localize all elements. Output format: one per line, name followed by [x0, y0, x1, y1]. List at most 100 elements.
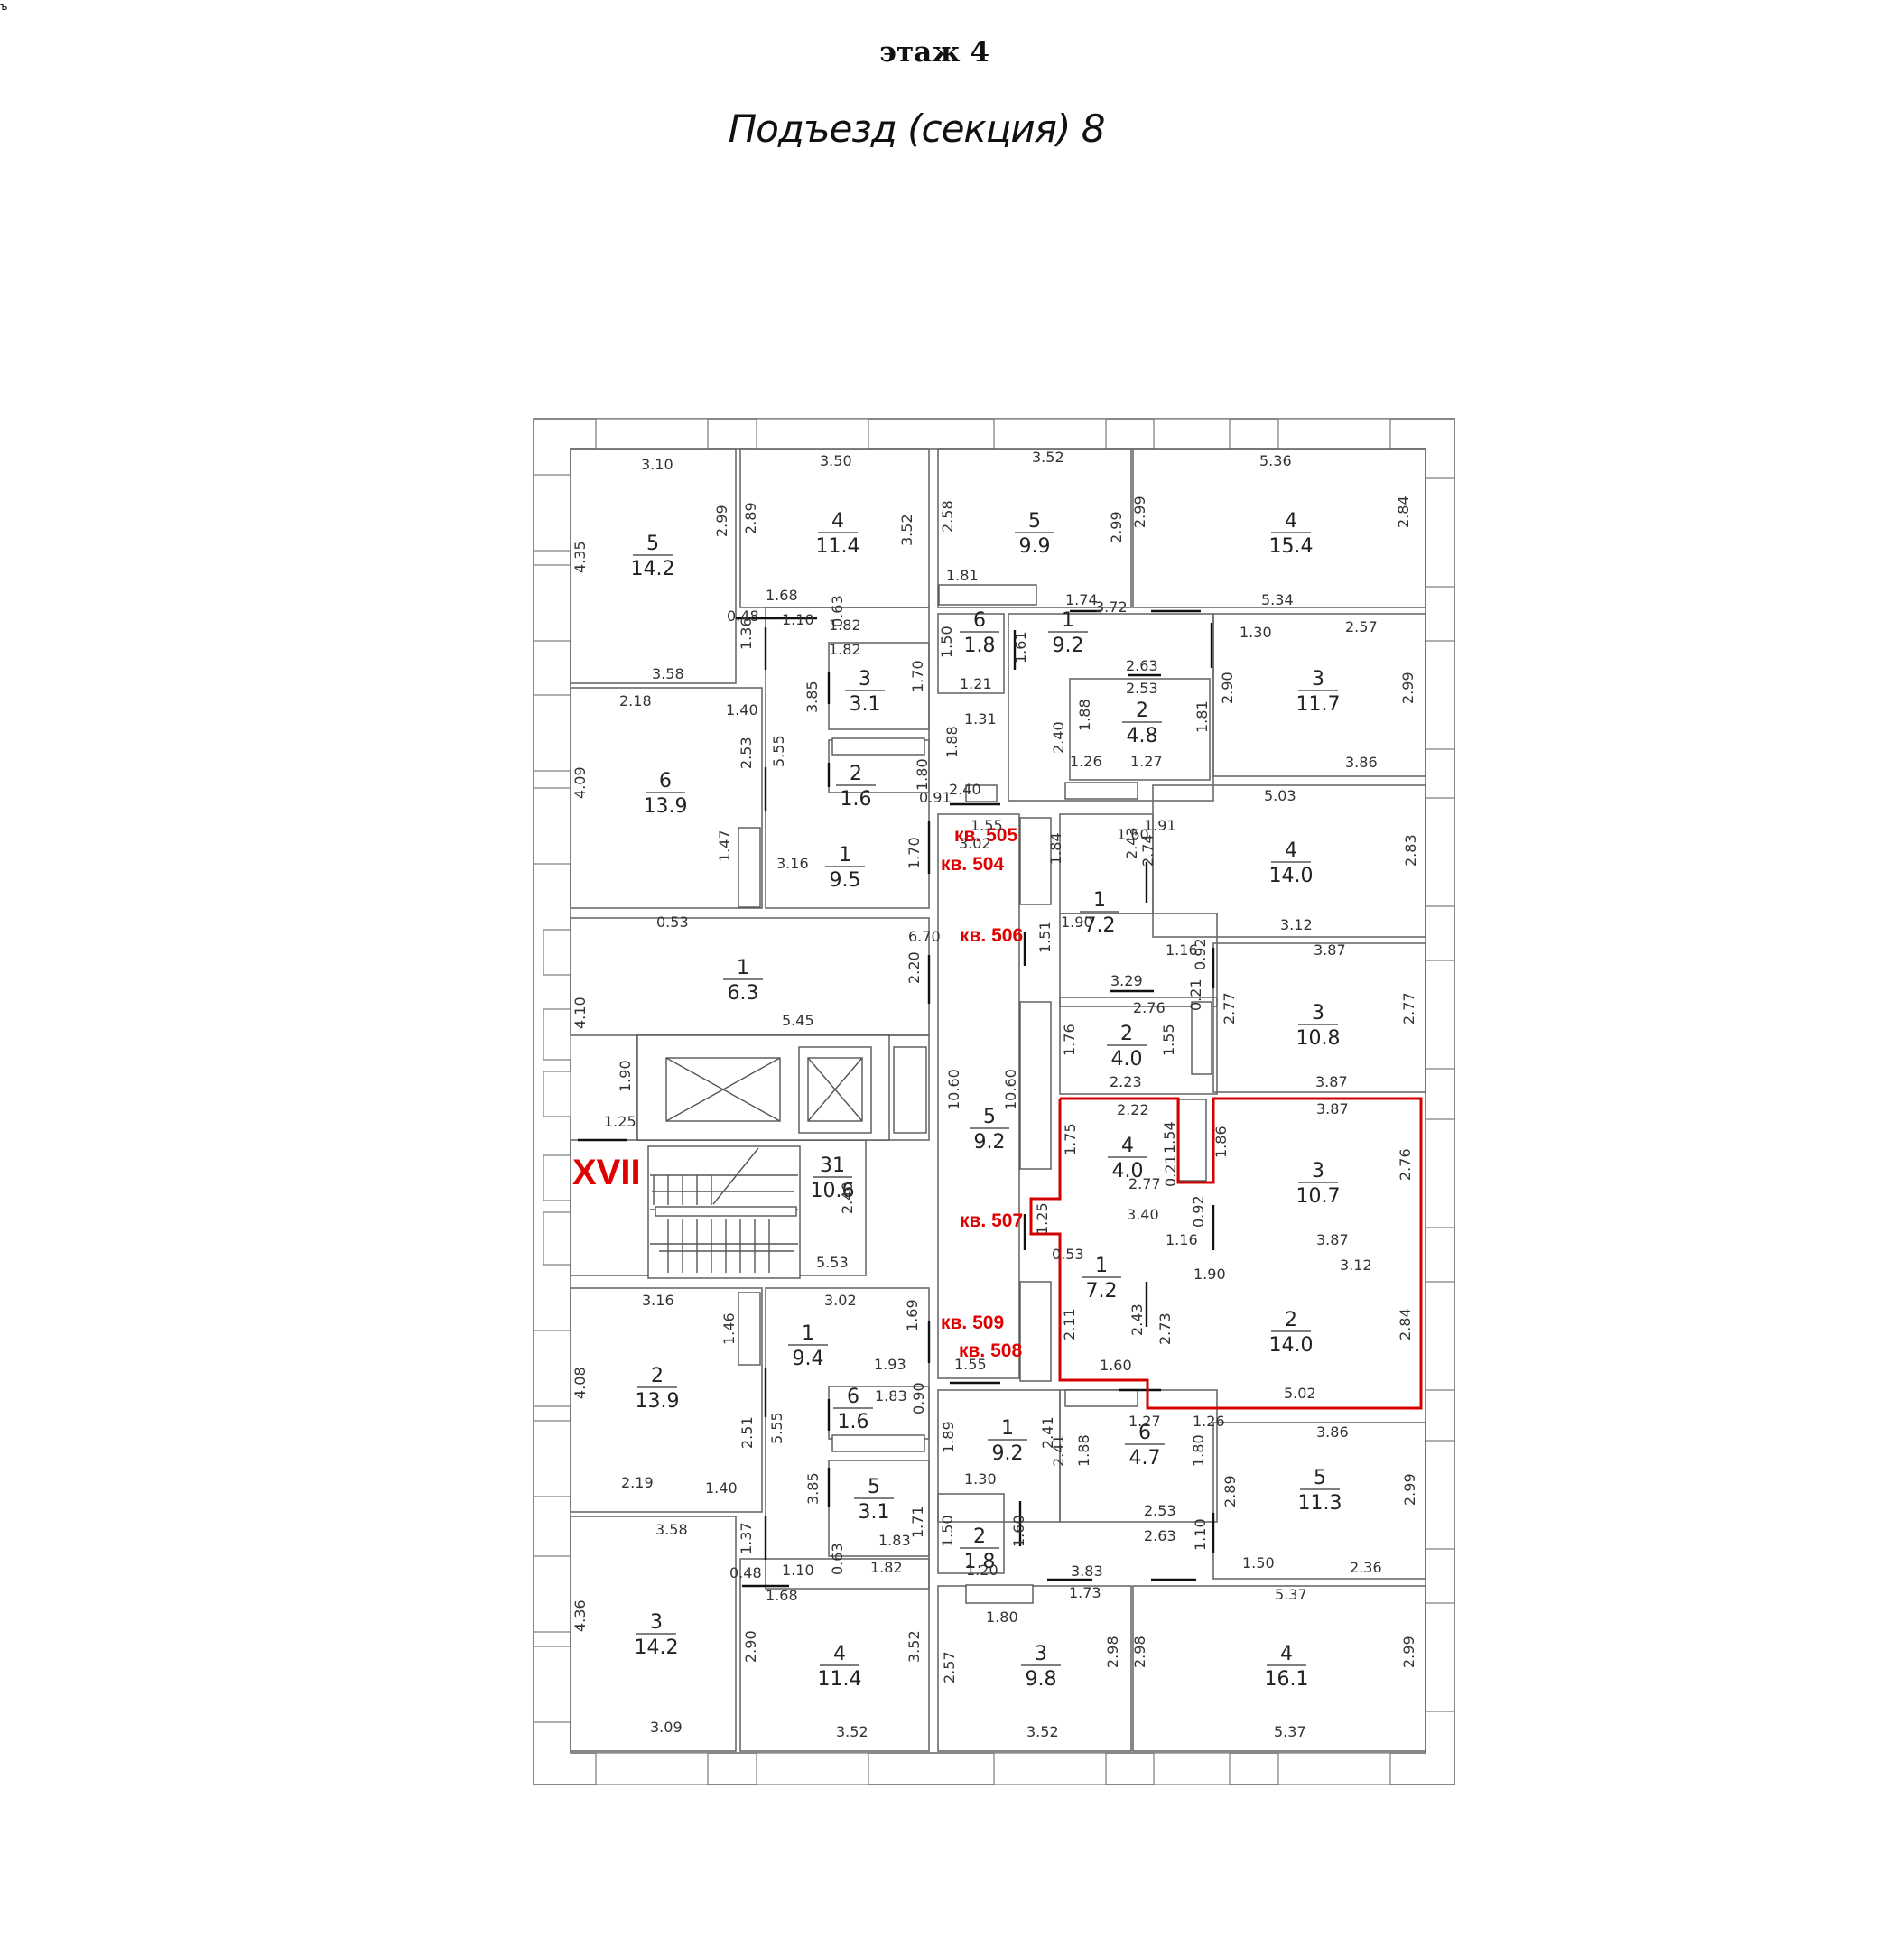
dimension-label: 4.36: [571, 1599, 589, 1632]
dimension-label: 3.10: [641, 456, 673, 473]
dimension-label: 2.99: [713, 505, 730, 537]
dimension-label: 2.53: [1126, 680, 1158, 697]
dimension-label: 1.89: [940, 1421, 957, 1453]
dimension-label: 1.82: [829, 617, 861, 634]
dimension-label: 4.10: [571, 997, 589, 1029]
dimension-label: 1.46: [720, 1312, 738, 1345]
room-number: 3: [1312, 1160, 1324, 1182]
dimension-label: 2.77: [1128, 1175, 1161, 1192]
stairwell-area: 10.6: [811, 1180, 855, 1202]
dimension-label: 2.84: [1395, 496, 1412, 528]
dimension-label: 2.74: [1139, 834, 1156, 867]
dimension-label: 0.53: [1052, 1246, 1084, 1263]
room-number: 1: [1095, 1255, 1108, 1277]
dimension-label: 1.25: [604, 1113, 636, 1130]
dimension-label: 1.51: [1036, 921, 1054, 953]
dimension-label: 1.88: [1075, 1434, 1092, 1467]
dimension-label: 1.50: [939, 1515, 956, 1547]
dimension-label: 1.82: [870, 1559, 903, 1576]
dimension-label: 3.58: [655, 1521, 688, 1538]
dimension-label: 2.76: [1397, 1148, 1414, 1181]
dimension-label: 1.83: [875, 1387, 907, 1405]
dimension-label: 2.22: [1117, 1101, 1149, 1118]
windows-bottom: [595, 1752, 1391, 1785]
dimension-label: 0.63: [829, 1543, 846, 1575]
room-area: 1.6: [838, 1411, 869, 1433]
dimension-label: 2.41: [1050, 1434, 1067, 1467]
dimension-label: 2.99: [1399, 672, 1416, 704]
stairwell-label: XVII: [572, 1153, 641, 1192]
room-area: 6.3: [728, 982, 759, 1005]
room-number: 1: [802, 1322, 814, 1345]
dimension-label: 3.02: [824, 1292, 857, 1309]
dimension-label: 1.50: [938, 626, 955, 658]
dimension-label: 2.51: [738, 1416, 756, 1449]
dimension-label: 1.40: [705, 1479, 738, 1497]
dimension-label: 5.37: [1274, 1723, 1306, 1740]
dimension-label: 2.99: [1400, 1636, 1417, 1668]
dimension-label: 1.70: [909, 660, 926, 692]
dimension-label: 1.25: [1034, 1202, 1051, 1235]
dimension-label: 1.68: [766, 587, 798, 604]
dimension-label: 3.58: [652, 665, 684, 682]
dimension-label: 2.19: [621, 1474, 654, 1491]
dimension-label: 5.03: [1264, 787, 1296, 804]
dimension-label: 1.73: [1069, 1584, 1101, 1601]
dimension-label: 3.52: [1032, 449, 1064, 466]
room-number: 2: [973, 1525, 986, 1548]
dimension-label: 1.84: [1047, 832, 1064, 865]
apartment-labels: кв. 505 кв. 504 кв. 506 кв. 507 кв. 509 …: [941, 825, 1023, 1361]
room-number: 4: [1280, 1643, 1293, 1665]
room-area: 9.2: [974, 1131, 1006, 1154]
dimension-label: 3.83: [1071, 1562, 1103, 1580]
dimension-label: 1.80: [914, 758, 931, 791]
dimension-label: 1.81: [946, 567, 979, 584]
room-area: 15.4: [1269, 535, 1314, 558]
dimension-label: 0.91: [919, 789, 952, 806]
room-area: 13.9: [636, 1390, 680, 1413]
room-area: 10.7: [1296, 1185, 1341, 1208]
dimension-label: 2.63: [1144, 1527, 1176, 1544]
dimension-label: 2.53: [738, 737, 755, 769]
room-area: 14.2: [631, 558, 675, 580]
room-number: 5: [868, 1476, 880, 1498]
dimension-label: 1.74: [1065, 591, 1098, 608]
dimension-label: 3.12: [1280, 916, 1313, 933]
dimension-label: 2.11: [1061, 1308, 1078, 1340]
dimension-label: 3.87: [1316, 1231, 1349, 1248]
room-area: 9.9: [1019, 535, 1051, 558]
dimension-label: 1.10: [782, 1562, 814, 1579]
dimension-label: 5.02: [1284, 1385, 1316, 1402]
dimension-label: 0.92: [1190, 1195, 1207, 1228]
room-number: 1: [839, 844, 851, 867]
dimension-label: 2.89: [1221, 1475, 1239, 1507]
dimension-label: 1.75: [1062, 1123, 1079, 1155]
room-area: 13.9: [644, 795, 688, 818]
dimension-label: 2.18: [619, 692, 652, 709]
dimension-label: 3.52: [1026, 1723, 1059, 1740]
dimension-label: 10.60: [1002, 1069, 1019, 1110]
dimension-label: 1.69: [904, 1299, 921, 1331]
dimension-label: 4.35: [571, 541, 589, 573]
dimension-label: 1.70: [906, 837, 923, 869]
closets: [738, 584, 1212, 1604]
dimension-label: 10.60: [945, 1069, 962, 1110]
room-number: 3: [1312, 668, 1324, 691]
dimension-label: 1.16: [1166, 1231, 1198, 1248]
dimension-label: 1.16: [1166, 941, 1198, 959]
dimension-label: 1.81: [1193, 700, 1211, 733]
dimension-label: 5.55: [770, 735, 787, 767]
apartment-label: кв. 507: [960, 1210, 1023, 1231]
room-number: 6: [659, 770, 672, 793]
dimension-label: 1.55: [1160, 1024, 1177, 1056]
dimension-label: 2.98: [1131, 1636, 1148, 1668]
dimension-label: 1.93: [874, 1356, 906, 1373]
dimension-label: 1.80: [986, 1609, 1018, 1626]
room-area: 11.4: [818, 1668, 862, 1691]
room-number: 6: [973, 609, 986, 632]
dimension-label: 3.50: [820, 452, 852, 469]
dimension-label: 0.63: [829, 595, 846, 627]
dimension-label: 5.53: [816, 1254, 849, 1271]
room-number: 2: [1136, 700, 1148, 722]
room-area: 9.5: [830, 869, 861, 892]
